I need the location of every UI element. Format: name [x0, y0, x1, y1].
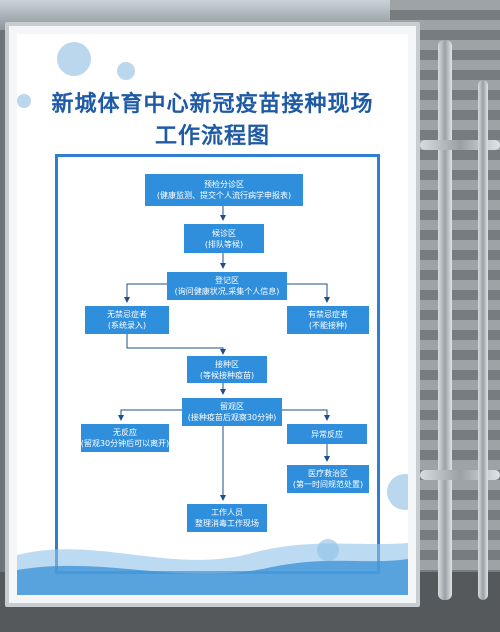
observation-area-name: 留观区 — [220, 402, 244, 411]
waiting-area-desc: (排队等候) — [204, 239, 244, 249]
arrow-registration-to-no-contraindication — [124, 283, 167, 303]
sign-panel: 新城体育中心新冠疫苗接种现场 工作流程图 — [17, 34, 408, 595]
staff-cleanup-desc: 整理消毒工作现场 — [195, 519, 259, 528]
flow-arrows — [118, 206, 330, 501]
medical-rescue-desc: (第一时间规范处置) — [292, 480, 364, 489]
decor-bubble — [387, 474, 408, 510]
medical-rescue-box: 医疗救治区 (第一时间规范处置) — [287, 465, 369, 493]
registration-area-desc: (询问健康状况,采集个人信息) — [174, 287, 280, 296]
contraindication-name: 有禁忌症者 — [308, 310, 348, 319]
vaccination-area-desc: (等候接种疫苗) — [199, 370, 255, 380]
waiting-area-name: 候诊区 — [212, 228, 236, 238]
vaccination-area-box: 接种区 (等候接种疫苗) — [187, 356, 267, 383]
arrow-observation-to-no-reaction — [118, 409, 182, 421]
no-reaction-desc: (留观30分钟后可以离开) — [80, 439, 170, 448]
no-contraindication-desc: (系统录入) — [107, 321, 147, 330]
arrow-observation-to-abnormal-reaction — [267, 409, 330, 421]
staff-cleanup-name: 工作人员 — [211, 508, 243, 517]
registration-area-box: 登记区 (询问健康状况,采集个人信息) — [167, 272, 287, 300]
staff-cleanup-box: 工作人员 整理消毒工作现场 — [187, 504, 267, 532]
registration-area-name: 登记区 — [215, 276, 239, 285]
metal-railing-top — [420, 140, 500, 150]
contraindication-box: 有禁忌症者 (不能接种) — [287, 306, 369, 334]
precheck-triage-desc: (健康监测、提交个人流行病学申报表) — [156, 191, 292, 200]
precheck-triage-name: 预检分诊区 — [204, 180, 244, 189]
precheck-triage-box: 预检分诊区 (健康监测、提交个人流行病学申报表) — [145, 174, 303, 206]
sign-title-line1: 新城体育中心新冠疫苗接种现场 — [51, 92, 374, 117]
abnormal-reaction-name: 异常反应 — [311, 429, 343, 439]
contraindication-desc: (不能接种) — [308, 321, 348, 330]
decor-waves — [17, 543, 408, 595]
medical-rescue-name: 医疗救治区 — [308, 469, 348, 478]
no-contraindication-box: 无禁忌症者 (系统录入) — [85, 306, 169, 334]
decor-bubble — [17, 94, 31, 108]
metal-railing-mid — [420, 470, 500, 480]
arrow-registration-to-contraindication — [287, 283, 330, 303]
observation-area-box: 留观区 (接种疫苗后观察30分钟) — [182, 398, 282, 426]
sign-title-line2: 工作流程图 — [154, 124, 270, 149]
flowchart-sign-board: 新城体育中心新冠疫苗接种现场 工作流程图 — [5, 22, 420, 607]
vaccination-area-name: 接种区 — [215, 359, 239, 369]
metal-railing-vertical — [438, 40, 452, 600]
observation-area-desc: (接种疫苗后观察30分钟) — [187, 413, 277, 422]
no-reaction-name: 无反应 — [113, 428, 137, 437]
waiting-area-box: 候诊区 (排队等候) — [184, 224, 264, 253]
no-contraindication-name: 无禁忌症者 — [107, 310, 147, 319]
decor-bubble — [57, 42, 91, 76]
abnormal-reaction-box: 异常反应 — [287, 424, 367, 444]
metal-railing-post — [478, 80, 488, 600]
no-reaction-box: 无反应 (留观30分钟后可以离开) — [81, 424, 169, 452]
decor-bubble — [117, 62, 135, 80]
arrow-no-contraindication-to-vaccination — [126, 334, 226, 355]
